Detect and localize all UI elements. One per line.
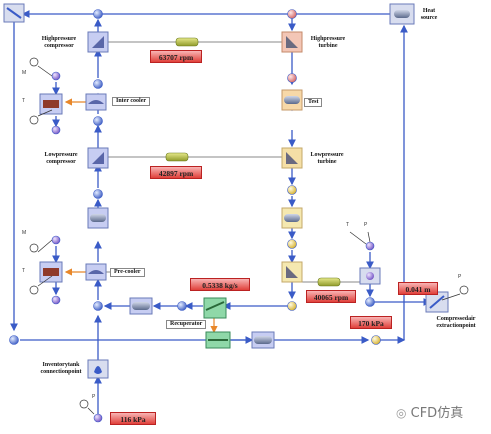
precooler-block[interactable]	[39, 261, 107, 283]
heat-source-block[interactable]	[389, 3, 415, 25]
recuperator-block[interactable]	[129, 297, 275, 349]
sensor-gauges[interactable]	[29, 57, 469, 415]
watermark-text: CFD仿真	[410, 406, 464, 421]
sensor-m-upper: M	[22, 70, 27, 76]
generator-shaft[interactable]	[317, 277, 341, 287]
lp-shaft[interactable]	[165, 152, 189, 162]
hp-compressor-label: Highpressure compressor	[41, 36, 77, 49]
turbine-speed-readout: 40065 rpm	[306, 290, 356, 303]
mass-flow-readout: 0.5338 kg/s	[190, 278, 250, 291]
test-pipe-block[interactable]	[281, 89, 303, 111]
lp-compressor-block[interactable]	[87, 147, 109, 169]
sensor-p-right: P	[364, 222, 368, 228]
hp-turbine-block[interactable]	[281, 31, 303, 53]
watermark: ◎ CFD仿真	[396, 402, 463, 421]
flow-lines	[10, 10, 432, 420]
lp-turbine-block[interactable]	[281, 147, 303, 169]
length-readout: 0.041 m	[398, 282, 438, 295]
pressure-out-readout: 170 kPa	[350, 316, 392, 329]
sensor-t-lower: T	[22, 268, 26, 274]
inventory-tank-label: Inventorytank connectionpoint	[40, 362, 82, 375]
recuperator-label: Recuperator	[166, 320, 207, 329]
sensor-p-inventory: P	[92, 394, 96, 400]
hp-speed-readout: 63707 rpm	[150, 50, 202, 63]
power-turbine-block[interactable]	[281, 261, 303, 283]
lp-compressor-label: Lowpressure compressor	[44, 152, 78, 165]
compressed-air-valve-block[interactable]	[425, 291, 449, 313]
heat-source-label: Heat source	[420, 8, 438, 21]
right-valve-block[interactable]	[359, 267, 381, 285]
hp-shaft[interactable]	[175, 37, 199, 47]
intercooler-block[interactable]	[39, 93, 107, 115]
pre-cooler-label: Pre-cooler	[110, 268, 145, 277]
junction-nodes	[9, 9, 441, 423]
hp-compressor-block[interactable]	[87, 31, 109, 53]
inventory-tank-block[interactable]	[87, 359, 109, 379]
sensor-t-right: T	[346, 222, 350, 228]
hp-turbine-label: Highpressure turbine	[310, 36, 346, 49]
lp-speed-readout: 42897 rpm	[150, 166, 202, 179]
wechat-icon: ◎	[396, 406, 407, 420]
heat-flows	[64, 98, 218, 334]
pipe-blocks[interactable]	[87, 207, 303, 229]
inter-cooler-label: Inter cooler	[112, 97, 151, 106]
compressed-air-label: Compressedair extractionpoint	[436, 316, 476, 329]
sensor-p-far-right: P	[458, 274, 462, 280]
top-left-block[interactable]	[3, 3, 25, 23]
test-label: Test	[304, 98, 323, 107]
lp-turbine-label: Lowpressure turbine	[310, 152, 344, 165]
pressure-in-readout: 116 kPa	[110, 412, 156, 425]
sensor-t-upper: T	[22, 98, 26, 104]
sensor-m-lower: M	[22, 230, 27, 236]
